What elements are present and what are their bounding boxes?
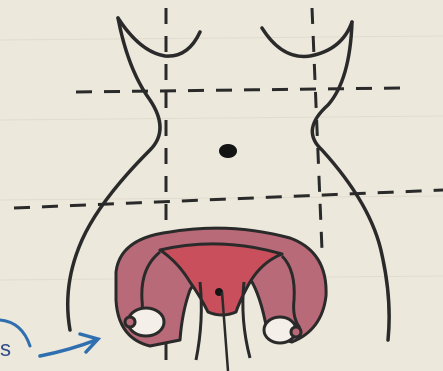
left-breast-outline bbox=[118, 18, 200, 56]
left-ovary-follicle bbox=[125, 317, 135, 327]
upper-horizontal-line bbox=[76, 88, 400, 92]
navel-dot bbox=[219, 144, 237, 158]
cervix-line-right bbox=[243, 282, 250, 358]
right-breast-outline bbox=[262, 22, 352, 56]
edge-label-fragment: s bbox=[0, 336, 11, 362]
pointer-arrow-icon bbox=[40, 334, 98, 356]
right-ovary-follicle bbox=[291, 327, 301, 337]
region-dashed-lines bbox=[14, 8, 443, 371]
